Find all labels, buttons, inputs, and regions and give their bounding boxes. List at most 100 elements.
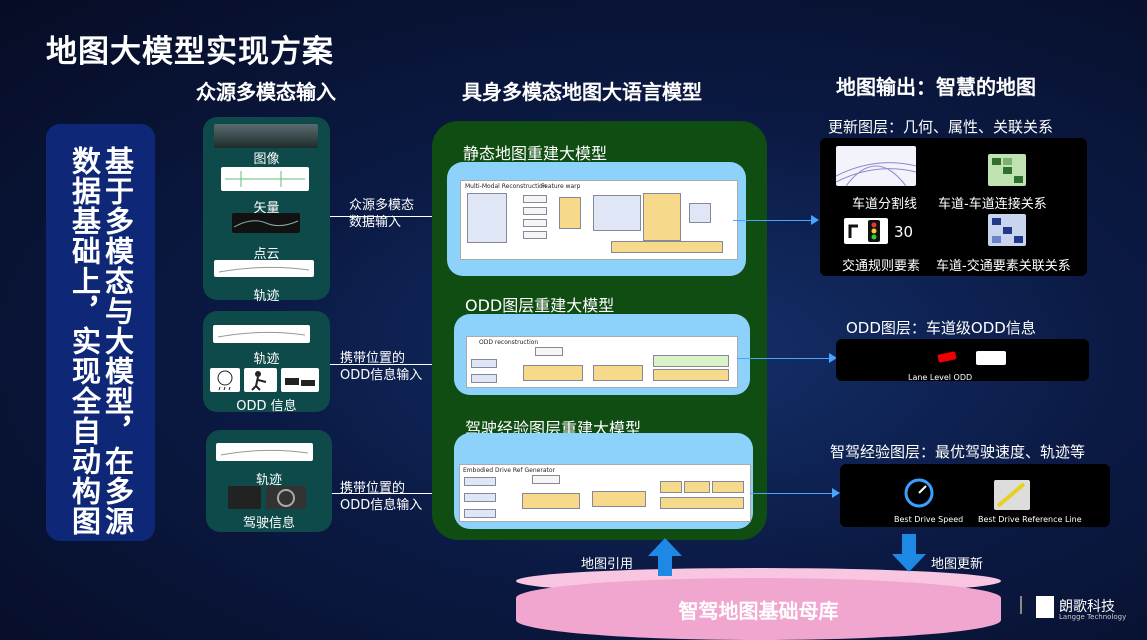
logo-divider (1020, 596, 1022, 614)
d2-spatial-align (523, 365, 583, 381)
d1-enc-4 (523, 231, 547, 239)
output-1-item-1: 车道分割线 (852, 197, 918, 212)
model-2-diagram: ODD reconstruction (466, 336, 738, 388)
page-title: 地图大模型实现方案 (46, 34, 334, 70)
output-3-title: 智驾经验图层：最优驾驶速度、轨迹等 (830, 443, 1086, 461)
output-2-title: ODD图层：车道级ODD信息 (846, 319, 1036, 337)
d3-decoder (660, 497, 744, 509)
d2-enc-2 (471, 374, 497, 383)
d1-attention (593, 195, 641, 231)
trajectory-thumbnail-3 (216, 443, 313, 461)
d3-head-2 (684, 481, 710, 493)
d2-enc-1 (471, 359, 497, 368)
out-arrow-2-line (737, 358, 831, 359)
d3-enc-1 (464, 477, 496, 486)
output-1-title: 更新图层：几何、属性、关联关系 (828, 118, 1054, 136)
lane-connection-matrix (988, 154, 1026, 186)
base-database: 智驾地图基础母库 (516, 578, 1001, 640)
d1-enc-3 (523, 219, 547, 227)
d3-title: Embodied Drive Ref Generator (463, 467, 555, 474)
model-3-diagram: Embodied Drive Ref Generator (459, 464, 751, 522)
out-arrow-3-head (832, 488, 840, 498)
out-arrow-2-head (829, 353, 837, 363)
label-trajectory: 轨迹 (253, 289, 280, 304)
company-name: 朗歌科技 (1059, 599, 1115, 615)
arrow-2-label-2: ODD信息输入 (340, 368, 423, 383)
arrow-1-label-1: 众源多模态 (349, 198, 415, 213)
d1-decoder (611, 241, 723, 253)
output-2-box: Lane Level ODD (836, 339, 1089, 382)
arrow-3-line (332, 493, 442, 494)
odd-car-icon (937, 351, 957, 363)
label-trajectory-2: 轨迹 (253, 352, 280, 367)
label-pointcloud: 点云 (253, 247, 280, 262)
d2-map-enc (535, 347, 563, 356)
company-logo-icon (1036, 596, 1054, 618)
d1-stack (559, 197, 581, 229)
model-2-title: ODD图层重建大模型 (465, 296, 615, 315)
output-1-item-3: 交通规则要素 (842, 259, 921, 274)
image-thumbnail (214, 124, 318, 148)
map-update-arrow (892, 534, 926, 572)
d3-fusion (592, 491, 646, 507)
speed-limit-value: 30 (894, 223, 914, 241)
steering-wheel-icon (266, 486, 306, 509)
reference-line-image (994, 480, 1030, 510)
d1-feature-warp: Feature warp (541, 183, 581, 190)
weather-icon (210, 368, 240, 392)
arrow-1-label-2: 数据输入 (349, 215, 402, 230)
label-image: 图像 (253, 152, 280, 167)
model-1-box: Multi-Modal Reconstruction Feature warp (447, 162, 746, 276)
odd-scene-icon (976, 351, 1006, 365)
map-reference-label: 地图引用 (581, 557, 634, 572)
output-3-caption-2: Best Drive Reference Line (978, 515, 1082, 524)
d2-title: ODD reconstruction (479, 339, 539, 346)
d1-enc-2 (523, 207, 547, 215)
model-1-diagram: Multi-Modal Reconstruction Feature warp (460, 180, 738, 260)
model-header: 具身多模态地图大语言模型 (462, 80, 702, 104)
out-arrow-1-head (811, 215, 819, 225)
d2-head (653, 355, 729, 367)
label-trajectory-3: 轨迹 (255, 473, 282, 488)
output-header: 地图输出：智慧的地图 (836, 75, 1036, 99)
output-2-caption: Lane Level ODD (908, 373, 973, 382)
accident-icon (281, 368, 319, 392)
summary-col-2: 数据基础上，实现全自动构图 (67, 146, 102, 536)
output-3-caption-1: Best Drive Speed (894, 515, 964, 524)
input-panel-driving: 轨迹 驾驶信息 (206, 430, 332, 532)
company-subname: Langge Technology (1059, 613, 1127, 621)
traffic-light-icon (844, 218, 888, 244)
trajectory-thumbnail-2 (213, 325, 310, 343)
d3-enc-2 (464, 493, 496, 502)
output-3-box: Best Drive Speed Best Drive Reference Li… (840, 464, 1110, 527)
d3-spatial-align (522, 493, 580, 509)
d1-title: Multi-Modal Reconstruction (465, 183, 547, 190)
output-1-item-4: 车道-交通要素关联关系 (936, 259, 1071, 274)
map-update-label: 地图更新 (931, 557, 984, 572)
d3-head-1 (660, 481, 682, 493)
d3-enc-3 (464, 509, 496, 518)
dashboard-icon (228, 486, 261, 509)
out-arrow-3-line (750, 493, 834, 494)
map-reference-arrow (648, 538, 682, 576)
summary-col-1: 基于多模态与大模型，在多源 (100, 146, 135, 536)
arrow-2-label-1: 携带位置的 (340, 351, 406, 366)
pointcloud-thumbnail (232, 213, 300, 233)
arrow-3-label-1: 携带位置的 (340, 481, 406, 496)
label-driving: 驾驶信息 (242, 516, 295, 531)
d2-decoder (653, 369, 729, 381)
label-odd: ODD 信息 (236, 399, 297, 414)
input-header: 众源多模态输入 (196, 80, 336, 104)
arrow-3-label-2: ODD信息输入 (340, 498, 423, 513)
d1-warp-stack (643, 193, 681, 241)
summary-box: 基于多模态与大模型，在多源 数据基础上，实现全自动构图 (46, 124, 155, 541)
output-1-item-2: 车道-车道连接关系 (938, 197, 1047, 212)
d2-fusion (593, 365, 643, 381)
model-1-title: 静态地图重建大模型 (463, 144, 608, 163)
out-arrow-1-line (733, 220, 813, 221)
d1-output (689, 203, 711, 223)
input-panel-odd: 轨迹 ODD 信息 (203, 311, 330, 414)
construction-icon (244, 368, 277, 392)
vector-thumbnail (221, 167, 309, 191)
input-panel-multimodal: 图像 矢量 点云 轨迹 (203, 117, 330, 304)
